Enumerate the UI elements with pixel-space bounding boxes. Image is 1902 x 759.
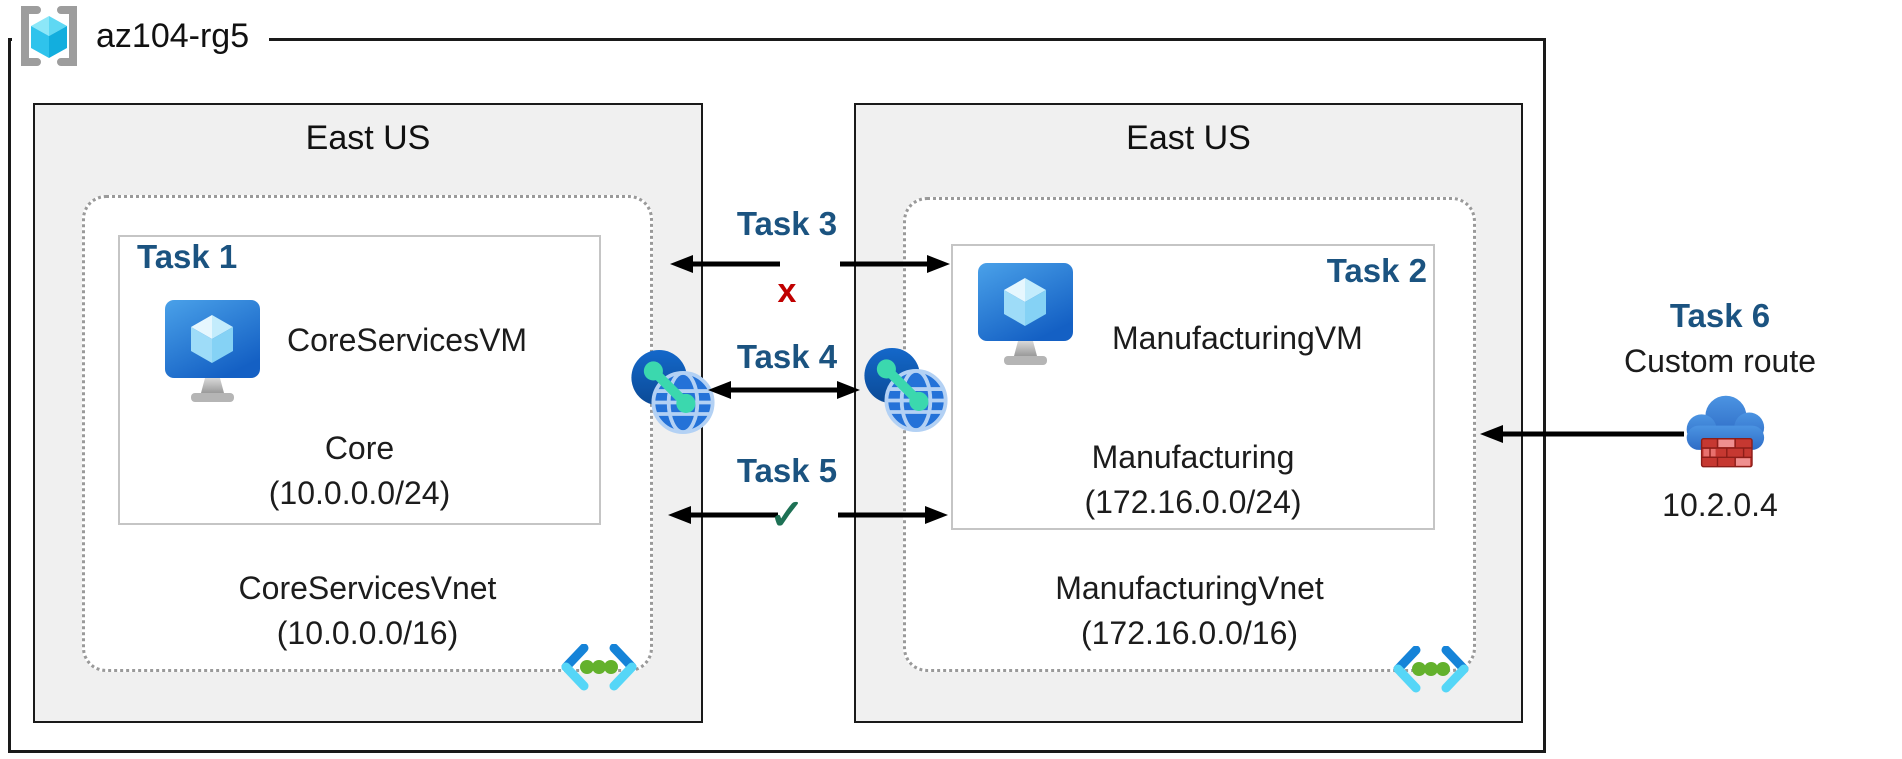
- task6-label: Task 6: [1669, 297, 1771, 334]
- task1-label: Task 1: [137, 238, 238, 275]
- vm-name: CoreServicesVM: [287, 322, 528, 358]
- subnet-name: Manufacturing: [1091, 439, 1295, 475]
- vnet-cidr: (10.0.0.0/16): [276, 615, 459, 651]
- resource-group-label: az104-rg5: [12, 2, 270, 70]
- vm-name: ManufacturingVM: [1112, 320, 1363, 356]
- subnet-name: Core: [324, 430, 395, 466]
- vnet-cidr: (172.16.0.0/16): [1080, 615, 1299, 651]
- vm-icon: [978, 263, 1078, 367]
- resource-group-name: az104-rg5: [96, 16, 250, 55]
- allowed-check-mark: ✓: [769, 491, 805, 538]
- subnet-cidr: (10.0.0.0/24): [268, 475, 451, 511]
- subnet-core: [118, 235, 601, 525]
- task6-arrow: [1478, 420, 1684, 448]
- vnet-name: CoreServicesVnet: [238, 570, 497, 606]
- vnet-name: ManufacturingVnet: [1055, 570, 1324, 606]
- vnet-manufacturing-text: ManufacturingVnet (172.16.0.0/16): [903, 566, 1476, 656]
- firewall-bricks: [1700, 437, 1753, 468]
- region-left-title: East US: [305, 119, 431, 157]
- vm-icon: [165, 300, 265, 404]
- vnet-coreservices-text: CoreServicesVnet (10.0.0.0/16): [82, 566, 653, 656]
- task5-arrow: [666, 501, 950, 529]
- task4-label: Task 4: [736, 338, 838, 375]
- task3-arrow: [668, 250, 952, 278]
- vnet-icon: [1392, 646, 1470, 694]
- network-peering-icon: [863, 347, 948, 433]
- task2-label: Task 2: [1326, 252, 1427, 289]
- task4-arrow: [706, 376, 862, 404]
- blocked-x-mark: x: [777, 272, 797, 310]
- resource-group-border: [8, 38, 1546, 753]
- custom-route-ip: 10.2.0.4: [1662, 487, 1778, 523]
- network-peering-icon: [630, 349, 715, 435]
- subnet-core-text: Core (10.0.0.0/24): [118, 426, 601, 516]
- task3-label: Task 3: [736, 205, 838, 242]
- custom-route-label: Custom route: [1623, 343, 1817, 379]
- task5-label: Task 5: [736, 452, 838, 489]
- region-right-title: East US: [1126, 119, 1251, 157]
- subnet-cidr: (172.16.0.0/24): [1084, 484, 1302, 520]
- resource-group-icon: [16, 5, 82, 67]
- vnet-icon: [560, 644, 638, 692]
- firewall-cloud-icon: [1676, 392, 1772, 476]
- subnet-manufacturing-text: Manufacturing (172.16.0.0/24): [951, 435, 1435, 525]
